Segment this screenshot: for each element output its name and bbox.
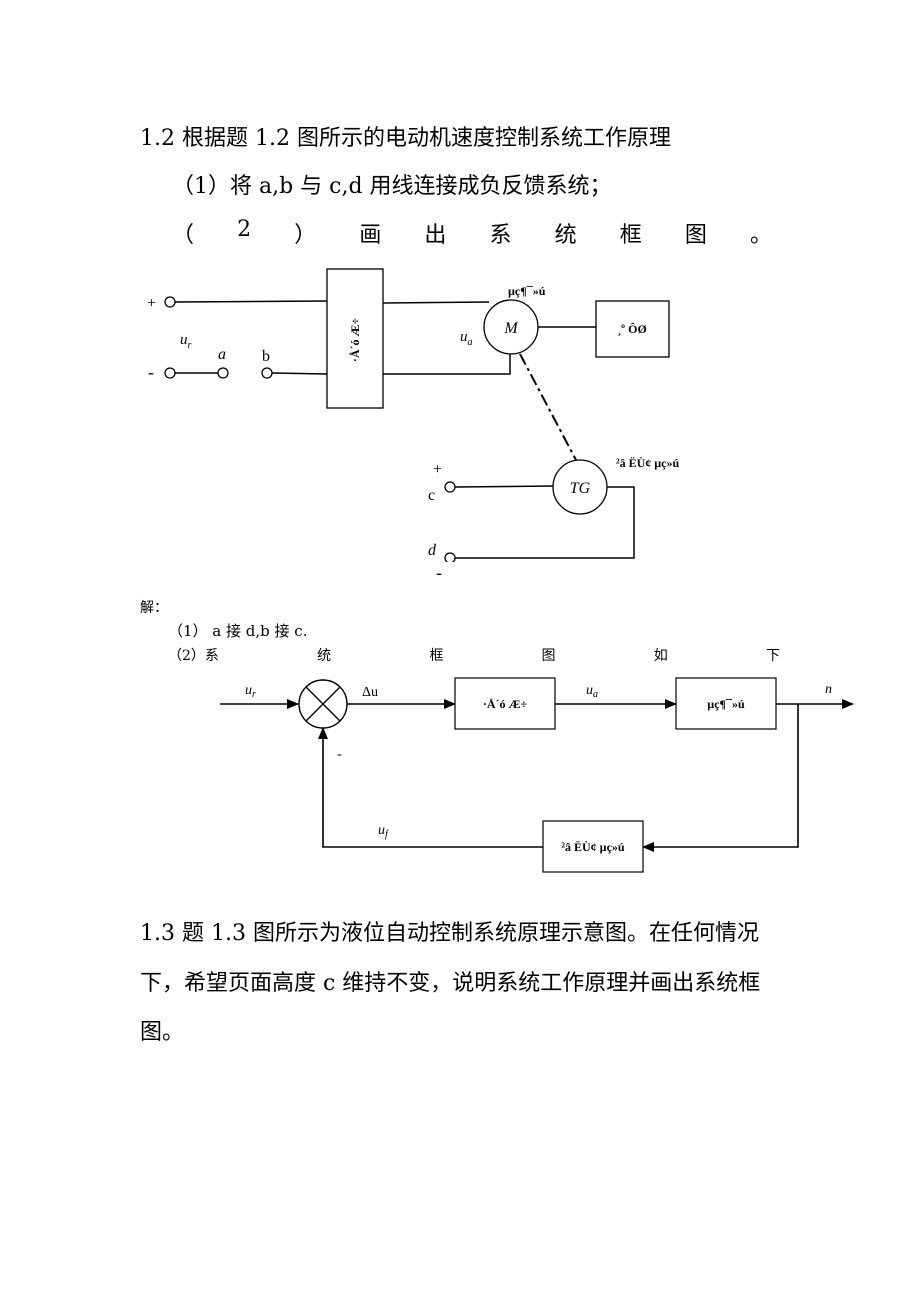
item-2-char: （	[172, 223, 195, 248]
answer-2-char: 框	[429, 648, 444, 664]
tach-symbol: TG	[570, 480, 591, 497]
problem-1-3-line-2: 下，希望页面高度 c 维持不变，说明系统工作原理并画出系统框	[140, 971, 761, 996]
item-2-char: 框	[619, 223, 642, 248]
item-2-char: 出	[424, 223, 447, 248]
feedback-sign: -	[337, 747, 342, 762]
problem-1-3-line-1: 1.3 题 1.3 图所示为液位自动控制系统原理示意图。在任何情况	[140, 921, 759, 946]
answer-2-char: 如	[653, 648, 668, 664]
answer-2-char: （2）系	[168, 648, 219, 664]
feedback-return-line	[318, 727, 543, 848]
answer-2-char: 下	[765, 648, 780, 664]
item-2-char: 统	[554, 223, 577, 248]
output-n-label: n	[825, 682, 832, 697]
item-2-char: ）	[294, 223, 317, 248]
solution-heading: 解：	[140, 600, 168, 616]
c-plus-sign: +	[433, 461, 442, 478]
terminal-c-label: c	[428, 487, 435, 504]
amplifier-block-label: ·Å´ó Æ÷	[483, 697, 528, 711]
problem-1-2-item-2: （ 2 ） 画 出 系 统 框 图 。	[172, 217, 772, 249]
tach-label: ²â ËÙ¢ µç»ú	[616, 456, 680, 470]
item-2-char: 图	[684, 223, 707, 248]
input-ur-label: ur	[245, 683, 256, 700]
plus-sign: +	[147, 295, 156, 312]
feedback-line	[642, 704, 799, 852]
ur-label: ur	[180, 332, 192, 351]
terminal-c	[444, 481, 456, 493]
item-2-char: 2	[237, 217, 252, 242]
terminal-a-label: a	[218, 346, 226, 363]
solution-answer-1: （1） a 接 d,b 接 c.	[168, 622, 308, 640]
amplifier-box	[326, 268, 384, 409]
motor-label: µç¶¯»ú	[508, 284, 546, 298]
wire	[455, 486, 635, 559]
wire	[454, 485, 554, 488]
d-minus-sign: -	[436, 563, 443, 584]
ua-label: ua	[460, 329, 473, 348]
mechanical-coupling	[519, 353, 577, 461]
uf-label: uf	[378, 823, 389, 840]
terminal-d	[444, 552, 456, 562]
motor-speed-circuit-diagram: + ur a b - ·Å´ó Æ÷ µç¶¯»ú ua M ¸º ÔØ TG …	[147, 268, 680, 562]
problem-1-2-item-1: （1）将 a,b 与 c,d 用线连接成负反馈系统；	[172, 174, 612, 199]
system-block-diagram: ur Δu ·Å´ó Æ÷ ua µç¶¯»ú n ²â ËÙ¢ µç»ú uf…	[220, 677, 854, 873]
wire	[383, 350, 511, 375]
terminal-b	[261, 367, 273, 379]
wire	[271, 372, 328, 375]
error-label: Δu	[362, 685, 378, 700]
wire	[174, 300, 328, 303]
item-2-char: 。	[749, 223, 772, 248]
minus-sign: -	[148, 362, 154, 382]
item-2-char: 画	[359, 223, 382, 248]
terminal-d-label: d	[428, 542, 437, 559]
tach-block	[542, 820, 644, 873]
amplifier-block	[454, 677, 556, 730]
answer-2-char: 统	[317, 648, 332, 664]
tach-block-label: ²â ËÙ¢ µç»ú	[561, 840, 625, 854]
load-label: ¸º ÔØ	[617, 322, 647, 336]
motor-symbol: M	[503, 320, 519, 337]
terminal-b-label: b	[262, 348, 270, 365]
answer-2-char: 图	[541, 648, 556, 664]
wire	[382, 301, 490, 304]
amplifier-label: ·Å´ó Æ÷	[348, 317, 362, 362]
terminal-a	[217, 367, 229, 379]
problem-1-2-title: 1.2 根据题 1.2 图所示的电动机速度控制系统工作原理	[140, 126, 671, 151]
terminal-minus	[164, 367, 176, 379]
solution-answer-2: （2）系 统 框 图 如 下	[168, 645, 780, 665]
item-2-char: 系	[489, 223, 512, 248]
motor-block-label: µç¶¯»ú	[707, 697, 745, 711]
summing-cross	[305, 686, 341, 722]
terminal-plus	[164, 296, 176, 308]
load-box	[595, 300, 670, 358]
problem-1-3-line-3: 图。	[140, 1020, 185, 1045]
ua-signal-label: ua	[586, 683, 598, 700]
